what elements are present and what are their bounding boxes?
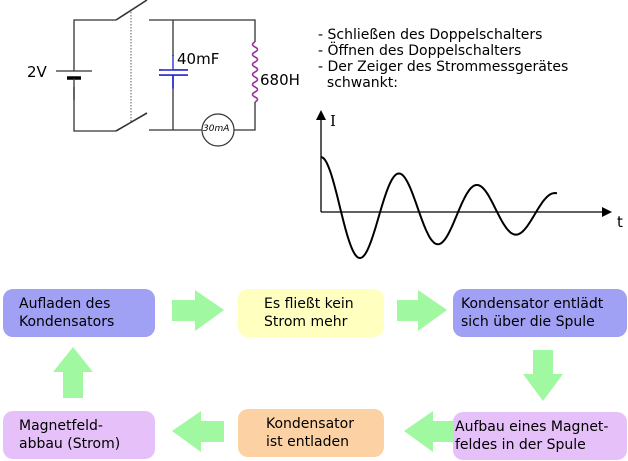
flow-box-field-build: Aufbau eines Magnet- feldes in der Spule <box>453 412 627 460</box>
y-axis-arrow <box>316 110 326 120</box>
arrow-down <box>523 350 563 401</box>
circuit-wires <box>73 0 256 132</box>
y-axis-label: I <box>330 112 336 130</box>
x-axis-label: t <box>617 213 623 231</box>
wire <box>149 19 256 42</box>
flow-box-no-current: Es fließt kein Strom mehr <box>238 289 384 337</box>
wire <box>73 87 116 132</box>
ammeter-icon <box>201 113 235 147</box>
graph-axes <box>316 110 612 217</box>
flow-box-text: Es fließt kein Strom mehr <box>264 296 354 330</box>
flow-box-charge: Aufladen des Kondensators <box>3 289 155 337</box>
description-line: - Schließen des Doppelschalters <box>318 27 543 43</box>
flow-box-text: Aufladen des Kondensators <box>19 296 115 330</box>
flow-box-discharged: Kondensator ist entladen <box>238 409 384 457</box>
capacitor-label: 40mF <box>177 50 220 68</box>
wire <box>73 19 116 52</box>
voltage-label: 2V <box>27 63 47 81</box>
switch-blade-top <box>115 0 148 21</box>
wire <box>234 102 256 131</box>
description-line: schwankt: <box>318 75 398 91</box>
arrow-left-2 <box>172 411 224 452</box>
inductor-icon <box>251 41 259 103</box>
arrow-right-1 <box>172 290 224 331</box>
description-line: - Der Zeiger des Strommessgerätes <box>318 59 569 75</box>
flow-box-text: Kondensator ist entladen <box>266 416 354 450</box>
inductor-label: 680H <box>260 71 300 89</box>
current-curve <box>320 156 558 260</box>
description-line: - Öffnen des Doppelschalters <box>318 43 522 59</box>
flow-box-text: Kondensator entlädt sich über die Spule <box>461 296 604 330</box>
ammeter-label: 30mA <box>203 124 230 134</box>
flow-box-text: Magnetfeld- abbau (Strom) <box>19 418 121 452</box>
description: - Schließen des Doppelschalters - Öffnen… <box>318 27 568 91</box>
flow-arrows <box>53 290 563 452</box>
arrow-up <box>53 347 93 398</box>
arrow-left-1 <box>404 411 455 452</box>
arrow-right-2 <box>397 290 447 331</box>
flow-box-discharge: Kondensator entlädt sich über die Spule <box>453 289 627 337</box>
x-axis-arrow <box>602 207 612 217</box>
switch-blade-bottom <box>115 112 148 132</box>
flow-box-field-decay: Magnetfeld- abbau (Strom) <box>3 411 155 459</box>
flow-box-text: Aufbau eines Magnet- feldes in der Spule <box>455 419 609 453</box>
